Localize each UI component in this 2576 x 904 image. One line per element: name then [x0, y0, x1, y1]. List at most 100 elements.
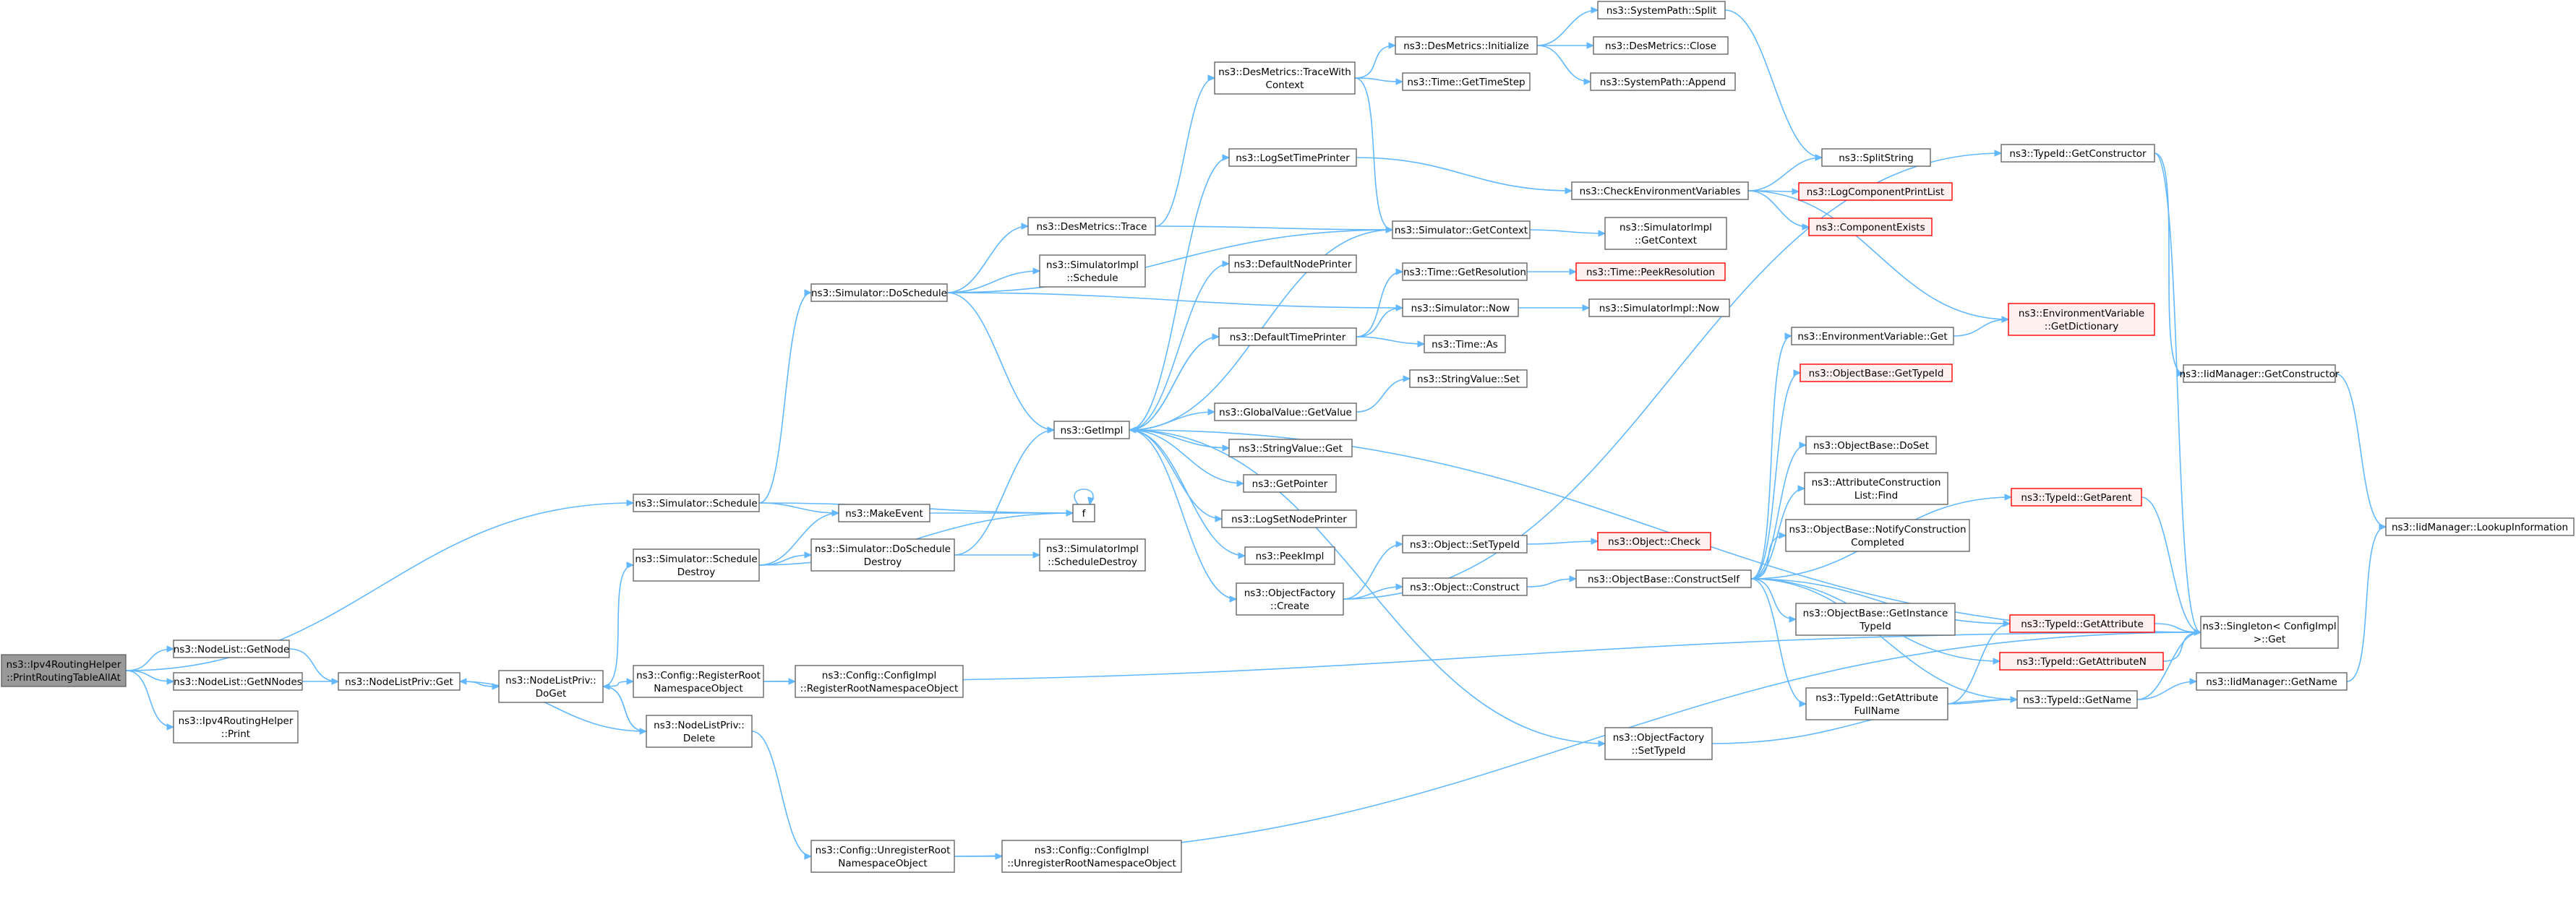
- node-logsettimeprinter[interactable]: ns3::LogSetTimePrinter: [1228, 148, 1357, 167]
- node-typeid-getconstructor[interactable]: ns3::TypeId::GetConstructor: [2001, 144, 2155, 163]
- arrowhead-icon: [1207, 74, 1216, 82]
- node-objbase-doset[interactable]: ns3::ObjectBase::DoSet: [1805, 436, 1937, 455]
- node-nlp-delete[interactable]: ns3::NodeListPriv::Delete: [646, 715, 753, 748]
- call-edge-objfactory_settypeid-to-typeid_getname: [1711, 699, 2018, 744]
- node-root[interactable]: ns3::Ipv4RoutingHelper::PrintRoutingTabl…: [1, 654, 127, 687]
- node-label: Delete: [683, 733, 715, 744]
- node-f[interactable]: f: [1072, 504, 1095, 522]
- node-time-gettimestep[interactable]: ns3::Time::GetTimeStep: [1402, 72, 1531, 91]
- node-box: [1808, 218, 1933, 236]
- node-box: [1402, 535, 1528, 554]
- node-box: [1236, 582, 1344, 616]
- node-peekimpl[interactable]: ns3::PeekImpl: [1244, 546, 1335, 565]
- node-cfg-register[interactable]: ns3::Config::RegisterRootNamespaceObject: [633, 665, 764, 698]
- node-label: ns3::Simulator::Now: [1411, 303, 1510, 314]
- node-defaultnodeprinter[interactable]: ns3::DefaultNodePrinter: [1228, 254, 1357, 273]
- node-time-as[interactable]: ns3::Time::As: [1424, 335, 1506, 353]
- node-typeid-getattribute[interactable]: ns3::TypeId::GetAttribute: [2009, 614, 2155, 633]
- arrowhead-icon: [1403, 375, 1411, 382]
- arrowhead-icon: [831, 509, 840, 517]
- node-objfactory-settypeid[interactable]: ns3::ObjectFactory::SetTypeId: [1604, 727, 1713, 760]
- node-label: ns3::Config::ConfigImpl: [1035, 845, 1149, 856]
- node-stringvalue-set[interactable]: ns3::StringValue::Set: [1409, 369, 1528, 388]
- node-iidmgr-lookup[interactable]: ns3::IidManager::LookupInformation: [2385, 517, 2575, 536]
- node-singleton-get[interactable]: ns3::Singleton< ConfigImpl >::Get: [2200, 616, 2339, 649]
- arrowhead-icon: [1565, 187, 1573, 194]
- node-box: [2200, 616, 2339, 649]
- node-label: ns3::ObjectBase::DoSet: [1813, 440, 1929, 452]
- node-cfg-unregister[interactable]: ns3::Config::UnregisterRootNamespaceObje…: [810, 840, 955, 873]
- node-desmetrics-trace[interactable]: ns3::DesMetrics::Trace: [1027, 217, 1156, 236]
- arrowhead-icon: [1222, 444, 1231, 452]
- node-box: [1575, 262, 1726, 281]
- node-globalvalue-getvalue[interactable]: ns3::GlobalValue::GetValue: [1214, 403, 1357, 421]
- node-simimpl-schedule[interactable]: ns3::SimulatorImpl::Schedule: [1039, 254, 1146, 288]
- node-typeid-getname[interactable]: ns3::TypeId::GetName: [2016, 690, 2138, 709]
- node-object-settypeid[interactable]: ns3::Object::SetTypeId: [1402, 535, 1528, 554]
- node-envvar-getdict[interactable]: ns3::EnvironmentVariable::GetDictionary: [2008, 303, 2155, 336]
- node-nl-getnode[interactable]: ns3::NodeList::GetNode: [173, 640, 290, 658]
- arrowhead-icon: [2001, 316, 2010, 323]
- node-object-check[interactable]: ns3::Object::Check: [1597, 532, 1711, 551]
- node-simimpl-now[interactable]: ns3::SimulatorImpl::Now: [1588, 298, 1730, 317]
- node-label: ns3::LogComponentPrintList: [1807, 186, 1944, 198]
- node-defaulttimeprinter[interactable]: ns3::DefaultTimePrinter: [1218, 327, 1357, 346]
- node-iidmgr-getname[interactable]: ns3::IidManager::GetName: [2196, 672, 2348, 691]
- node-object-construct[interactable]: ns3::Object::Construct: [1402, 577, 1528, 596]
- node-desmetrics-close[interactable]: ns3::DesMetrics::Close: [1593, 36, 1729, 55]
- node-nl-getnnodes[interactable]: ns3::NodeList::GetNNodes: [173, 672, 303, 691]
- node-typeid-getparent[interactable]: ns3::TypeId::GetParent: [2011, 488, 2142, 507]
- node-envvar-get[interactable]: ns3::EnvironmentVariable::Get: [1791, 327, 1954, 345]
- node-desmetrics-initialize[interactable]: ns3::DesMetrics::Initialize: [1395, 36, 1538, 55]
- call-edge-desmetrics_trace-to-desmetrics_tracewith: [1155, 77, 1215, 227]
- node-typeid-getattributen[interactable]: ns3::TypeId::GetAttributeN: [1999, 652, 2164, 671]
- node-box: [1804, 472, 1948, 505]
- node-time-peekresolution[interactable]: ns3::Time::PeekResolution: [1575, 262, 1726, 281]
- node-label: ::GetContext: [1635, 235, 1697, 246]
- node-getpointer[interactable]: ns3::GetPointer: [1243, 474, 1337, 493]
- node-nlp-get[interactable]: ns3::NodeListPriv::Get: [338, 672, 461, 691]
- node-stringvalue-get[interactable]: ns3::StringValue::Get: [1228, 439, 1353, 457]
- node-logsetnodeprinter[interactable]: ns3::LogSetNodePrinter: [1221, 509, 1357, 528]
- node-box: [1392, 220, 1531, 239]
- arrowhead-icon: [1784, 332, 1793, 340]
- node-time-getresolution[interactable]: ns3::Time::GetResolution: [1402, 262, 1528, 281]
- node-getimpl[interactable]: ns3::GetImpl: [1053, 421, 1130, 439]
- node-objbase-notify[interactable]: ns3::ObjectBase::NotifyConstructionCompl…: [1785, 519, 1970, 552]
- node-ipv4-print[interactable]: ns3::Ipv4RoutingHelper::Print: [173, 710, 299, 744]
- node-sim-now[interactable]: ns3::Simulator::Now: [1402, 298, 1519, 317]
- node-label: ns3::IidManager::GetName: [2206, 676, 2337, 688]
- node-objfactory-create[interactable]: ns3::ObjectFactory::Create: [1236, 582, 1344, 616]
- node-cfgimpl-unregister[interactable]: ns3::Config::ConfigImpl::UnregisterRootN…: [1001, 840, 1182, 873]
- node-sim-getcontext[interactable]: ns3::Simulator::GetContext: [1392, 220, 1531, 239]
- node-systempath-split[interactable]: ns3::SystemPath::Split: [1597, 1, 1726, 20]
- node-checkenvvars[interactable]: ns3::CheckEnvironmentVariables: [1571, 181, 1749, 200]
- node-cfgimpl-register[interactable]: ns3::Config::ConfigImpl::RegisterRootNam…: [795, 665, 964, 698]
- node-nlp-doget[interactable]: ns3::NodeListPriv::DoGet: [498, 670, 604, 703]
- node-box: [1001, 840, 1182, 873]
- node-sim-doschedule[interactable]: ns3::Simulator::DoSchedule: [810, 283, 948, 302]
- node-componentexists[interactable]: ns3::ComponentExists: [1808, 218, 1933, 236]
- arrowhead-icon: [1395, 304, 1404, 311]
- arrowhead-icon: [1591, 7, 1599, 14]
- node-logcompprintlist[interactable]: ns3::LogComponentPrintList: [1798, 182, 1953, 201]
- node-simimpl-getcontext[interactable]: ns3::SimulatorImpl::GetContext: [1604, 217, 1727, 250]
- arrowhead-icon: [1395, 268, 1404, 275]
- node-sim-sched-destroy[interactable]: ns3::Simulator::ScheduleDestroy: [633, 548, 760, 582]
- node-makeevent[interactable]: ns3::MakeEvent: [838, 504, 930, 522]
- node-systempath-append[interactable]: ns3::SystemPath::Append: [1590, 72, 1736, 91]
- arrowhead-icon: [1799, 700, 1807, 707]
- node-label: ns3::NodeListPriv::: [505, 675, 596, 686]
- node-iidmgr-getconstructor[interactable]: ns3::IidManager::GetConstructor: [2180, 364, 2340, 383]
- node-simimpl-sched-destroy[interactable]: ns3::SimulatorImpl::ScheduleDestroy: [1039, 538, 1146, 572]
- node-objbase-constructself[interactable]: ns3::ObjectBase::ConstructSelf: [1575, 569, 1752, 588]
- node-box: [1590, 72, 1736, 91]
- node-objbase-gettypeid[interactable]: ns3::ObjectBase::GetTypeId: [1800, 363, 1953, 382]
- node-splitstring[interactable]: ns3::SplitString: [1821, 148, 1931, 167]
- node-sim-schedule[interactable]: ns3::Simulator::Schedule: [633, 494, 760, 512]
